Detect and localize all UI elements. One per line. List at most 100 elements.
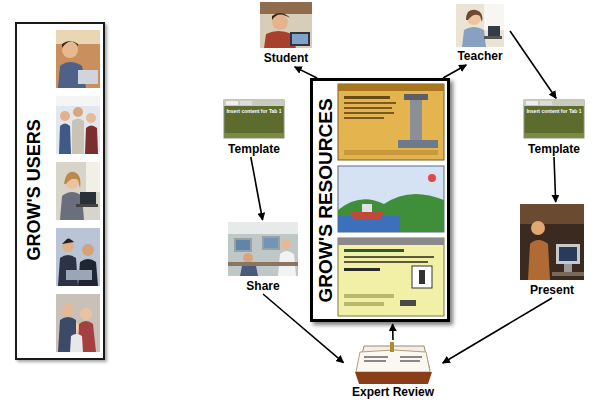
vertical-heading: GROW'S USERS [24, 119, 44, 260]
resource-screenshot [338, 84, 444, 160]
flow-arrow [295, 67, 317, 78]
user-photo [56, 228, 100, 286]
flow-arrow [443, 65, 466, 78]
resource-screenshot [344, 261, 428, 263]
flow-arrow [392, 324, 394, 340]
resource-screenshot [344, 150, 438, 155]
resource-screenshot [338, 166, 444, 232]
template-screen [524, 100, 584, 138]
resource-screenshot [344, 117, 384, 119]
present-photo [531, 221, 545, 235]
flow-arrow [251, 157, 263, 220]
template-screen [240, 101, 252, 105]
student-node: Student [252, 2, 320, 66]
template-screen [524, 100, 584, 106]
node-label: Template [228, 142, 280, 157]
expert-review-photo [355, 372, 432, 384]
flow-arrow [554, 157, 556, 202]
user-photo [64, 172, 80, 188]
resource-screenshot [398, 140, 438, 148]
expert-review-photo [355, 340, 431, 384]
resource-screenshot [338, 238, 444, 245]
node-label: Teacher [457, 49, 502, 64]
node-label: Present [530, 283, 574, 298]
user-photo [70, 334, 83, 352]
user-photo [72, 119, 84, 155]
user-photo [66, 270, 92, 280]
screen-text: Insert content for Tab 1 [526, 108, 582, 114]
present-photo [564, 264, 572, 272]
resource-screenshot [362, 204, 372, 212]
user-photo [56, 162, 100, 220]
expert-review-photo [364, 356, 388, 358]
resource-screenshot [338, 238, 444, 316]
teacher-photo [484, 36, 502, 39]
users-panel-ground [15, 22, 105, 360]
present-node: Present [514, 204, 590, 298]
resource-screenshot [344, 256, 434, 258]
user-photo [82, 244, 94, 256]
template-screen [224, 133, 284, 138]
resource-screenshot [344, 294, 394, 298]
resource-screenshot [338, 238, 444, 316]
expert-review-photo [355, 340, 432, 384]
user-photo [56, 162, 100, 220]
users-panel-ground [15, 22, 105, 360]
present-photo [528, 240, 550, 280]
user-photo [56, 96, 100, 154]
user-photo [60, 111, 70, 121]
template-screen [524, 100, 584, 138]
resource-screenshot [344, 112, 394, 114]
resource-screenshot [350, 212, 384, 220]
user-photo [56, 228, 100, 286]
user-photo [56, 30, 100, 88]
student-photo [272, 13, 290, 20]
share-node: Share [224, 222, 302, 294]
resource-screenshot [344, 268, 380, 271]
share-photo [228, 222, 298, 276]
user-photo [86, 162, 100, 192]
resource-screenshot [419, 270, 425, 284]
template-screen [224, 100, 284, 138]
resource-screenshot [338, 194, 444, 232]
user-photo [78, 70, 98, 84]
user-photo [62, 41, 78, 48]
expert-review-photo [400, 360, 420, 362]
resource-screenshot [400, 300, 416, 306]
resource-screenshot [344, 102, 396, 104]
expert-review-photo [364, 360, 386, 362]
user-photo [56, 96, 100, 154]
user-photo [59, 124, 71, 155]
share-photo [228, 262, 298, 266]
user-photo [62, 304, 74, 316]
user-photo [80, 308, 92, 320]
user-photo [85, 126, 98, 155]
screen-text: Insert content for Tab 1 [226, 108, 282, 114]
flow-arrow [510, 31, 556, 98]
teacher-photo [456, 4, 504, 47]
student-photo [260, 2, 312, 48]
present-photo [520, 204, 584, 280]
node-label: Template [528, 142, 580, 157]
user-photo [56, 30, 100, 88]
resource-screenshot [338, 166, 444, 232]
resource-screenshot [412, 266, 432, 288]
users-panel: GROW'S USERS [15, 22, 105, 360]
user-photo [56, 96, 100, 106]
share-photo [281, 239, 291, 249]
present-photo [520, 204, 584, 280]
template-screen [224, 100, 284, 138]
share-photo [243, 253, 253, 263]
vertical-heading: GROW'S RESOURCES [316, 98, 337, 302]
user-photo [62, 42, 78, 58]
user-photo [56, 294, 100, 352]
template-screen [226, 101, 238, 105]
expert-review-photo [356, 350, 430, 372]
resources-box: GROW'S RESOURCES [310, 78, 450, 322]
expert-review-photo [400, 356, 422, 358]
present-photo [552, 272, 584, 276]
resource-screenshot [338, 84, 444, 160]
share-photo [264, 238, 278, 248]
student-photo [260, 2, 312, 14]
teacher-node: Teacher [450, 4, 510, 64]
